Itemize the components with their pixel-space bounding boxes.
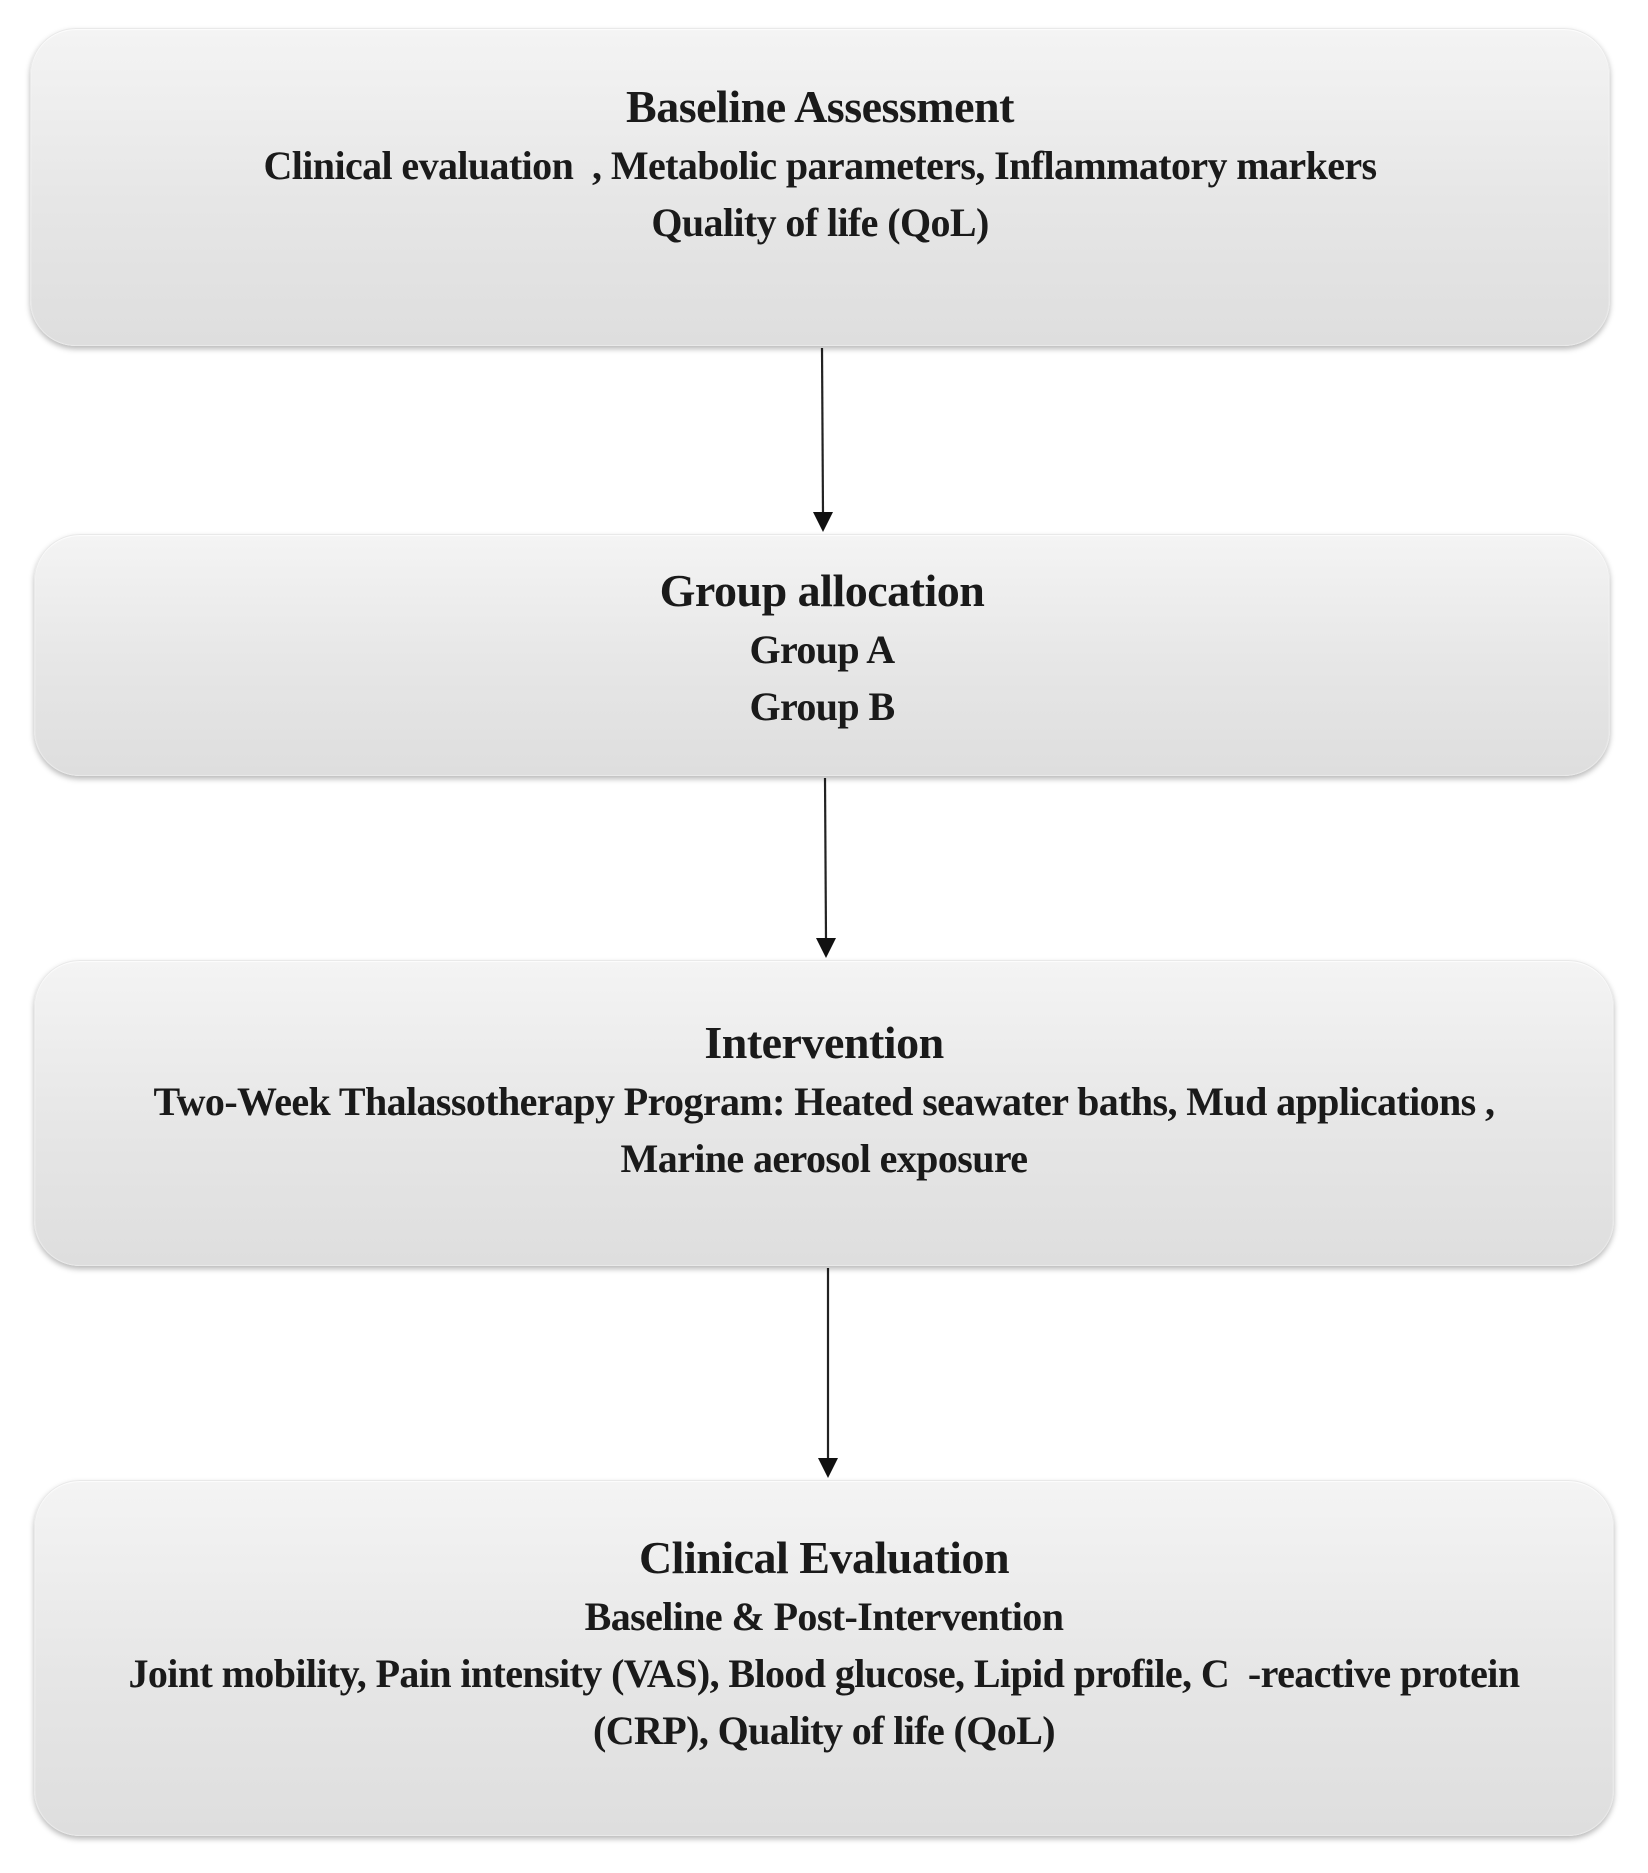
baseline-assessment-box: Baseline Assessment Clinical evaluation … xyxy=(30,28,1610,346)
arrow-intervention-to-evaluation xyxy=(818,1268,838,1478)
box-title: Baseline Assessment xyxy=(626,81,1014,132)
clinical-evaluation-box: Clinical Evaluation Baseline & Post-Inte… xyxy=(34,1480,1614,1836)
box-line: Group A xyxy=(749,627,895,672)
box-line: Two-Week Thalassotherapy Program: Heated… xyxy=(153,1079,1496,1124)
box-line: Marine aerosol exposure xyxy=(620,1136,1028,1181)
box-title: Intervention xyxy=(704,1017,944,1068)
box-line: Group B xyxy=(749,684,895,729)
box-title: Group allocation xyxy=(659,565,985,616)
group-allocation-box: Group allocation Group A Group B xyxy=(34,534,1610,776)
box-line: (CRP), Quality of life (QoL) xyxy=(592,1707,1056,1753)
box-line: Clinical evaluation , Metabolic paramete… xyxy=(263,143,1377,188)
intervention-box: Intervention Two-Week Thalassotherapy Pr… xyxy=(34,960,1614,1266)
arrow-baseline-to-allocation xyxy=(813,347,833,532)
box-line: Quality of life (QoL) xyxy=(651,200,989,245)
arrow-allocation-to-intervention xyxy=(816,777,836,958)
box-line: Baseline & Post-Intervention xyxy=(584,1593,1064,1639)
box-title: Clinical Evaluation xyxy=(638,1531,1010,1583)
box-line: Joint mobility, Pain intensity (VAS), Bl… xyxy=(128,1650,1521,1696)
